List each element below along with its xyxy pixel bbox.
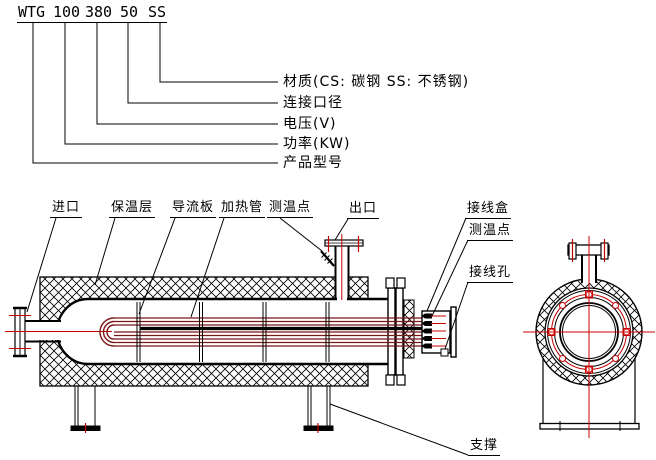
tube-u-bend <box>106 324 115 340</box>
legend-model: 产品型号 <box>283 155 343 171</box>
outlet-nozzle <box>324 234 364 300</box>
model-code-voltage: 380 <box>85 3 113 21</box>
thermowell-symbol <box>320 250 335 267</box>
label-heating-tube: 加热管 <box>219 201 266 218</box>
legend-power: 功率(KW) <box>283 136 351 152</box>
leader-lines <box>26 217 469 456</box>
centerline-crosshair <box>523 236 655 438</box>
tube-u-bend <box>99 317 115 347</box>
legend-connection: 连接口径 <box>283 95 343 111</box>
model-code-prefix: WTG <box>18 3 46 21</box>
model-code-port: 50 <box>120 3 139 21</box>
end-view <box>523 236 655 438</box>
model-code-material: SS <box>148 3 167 21</box>
baffles <box>136 302 330 362</box>
legend-material: 材质(CS: 碳钢 SS: 不锈钢) <box>283 74 470 90</box>
support-legs <box>70 386 334 433</box>
terminal-wires <box>431 315 446 347</box>
label-support: 支撑 <box>468 439 501 456</box>
model-code: WTG 100 380 50 SS <box>17 3 167 23</box>
label-outlet: 出口 <box>347 202 380 219</box>
inlet-nozzle <box>5 306 112 358</box>
label-junction-box: 接线盒 <box>465 202 512 219</box>
wiring-hole <box>440 348 449 357</box>
label-inlet: 进口 <box>50 201 83 218</box>
label-temp-point-top: 测温点 <box>267 201 314 218</box>
model-code-power: 100 <box>53 3 81 21</box>
end-view-nozzle <box>567 239 610 283</box>
legend-voltage: 电压(V) <box>283 116 337 132</box>
label-insulation: 保温层 <box>109 201 156 218</box>
heating-tubes <box>99 317 422 347</box>
main-view <box>5 234 457 433</box>
label-wiring-hole: 接线孔 <box>467 266 514 283</box>
model-code-tree <box>32 22 278 164</box>
label-baffle: 导流板 <box>170 201 217 218</box>
junction-box <box>421 306 457 358</box>
label-temp-point-side: 测温点 <box>467 224 514 241</box>
terminal-plate <box>450 306 457 358</box>
terminal-studs <box>421 313 432 349</box>
tube-u-bend <box>102 320 115 344</box>
